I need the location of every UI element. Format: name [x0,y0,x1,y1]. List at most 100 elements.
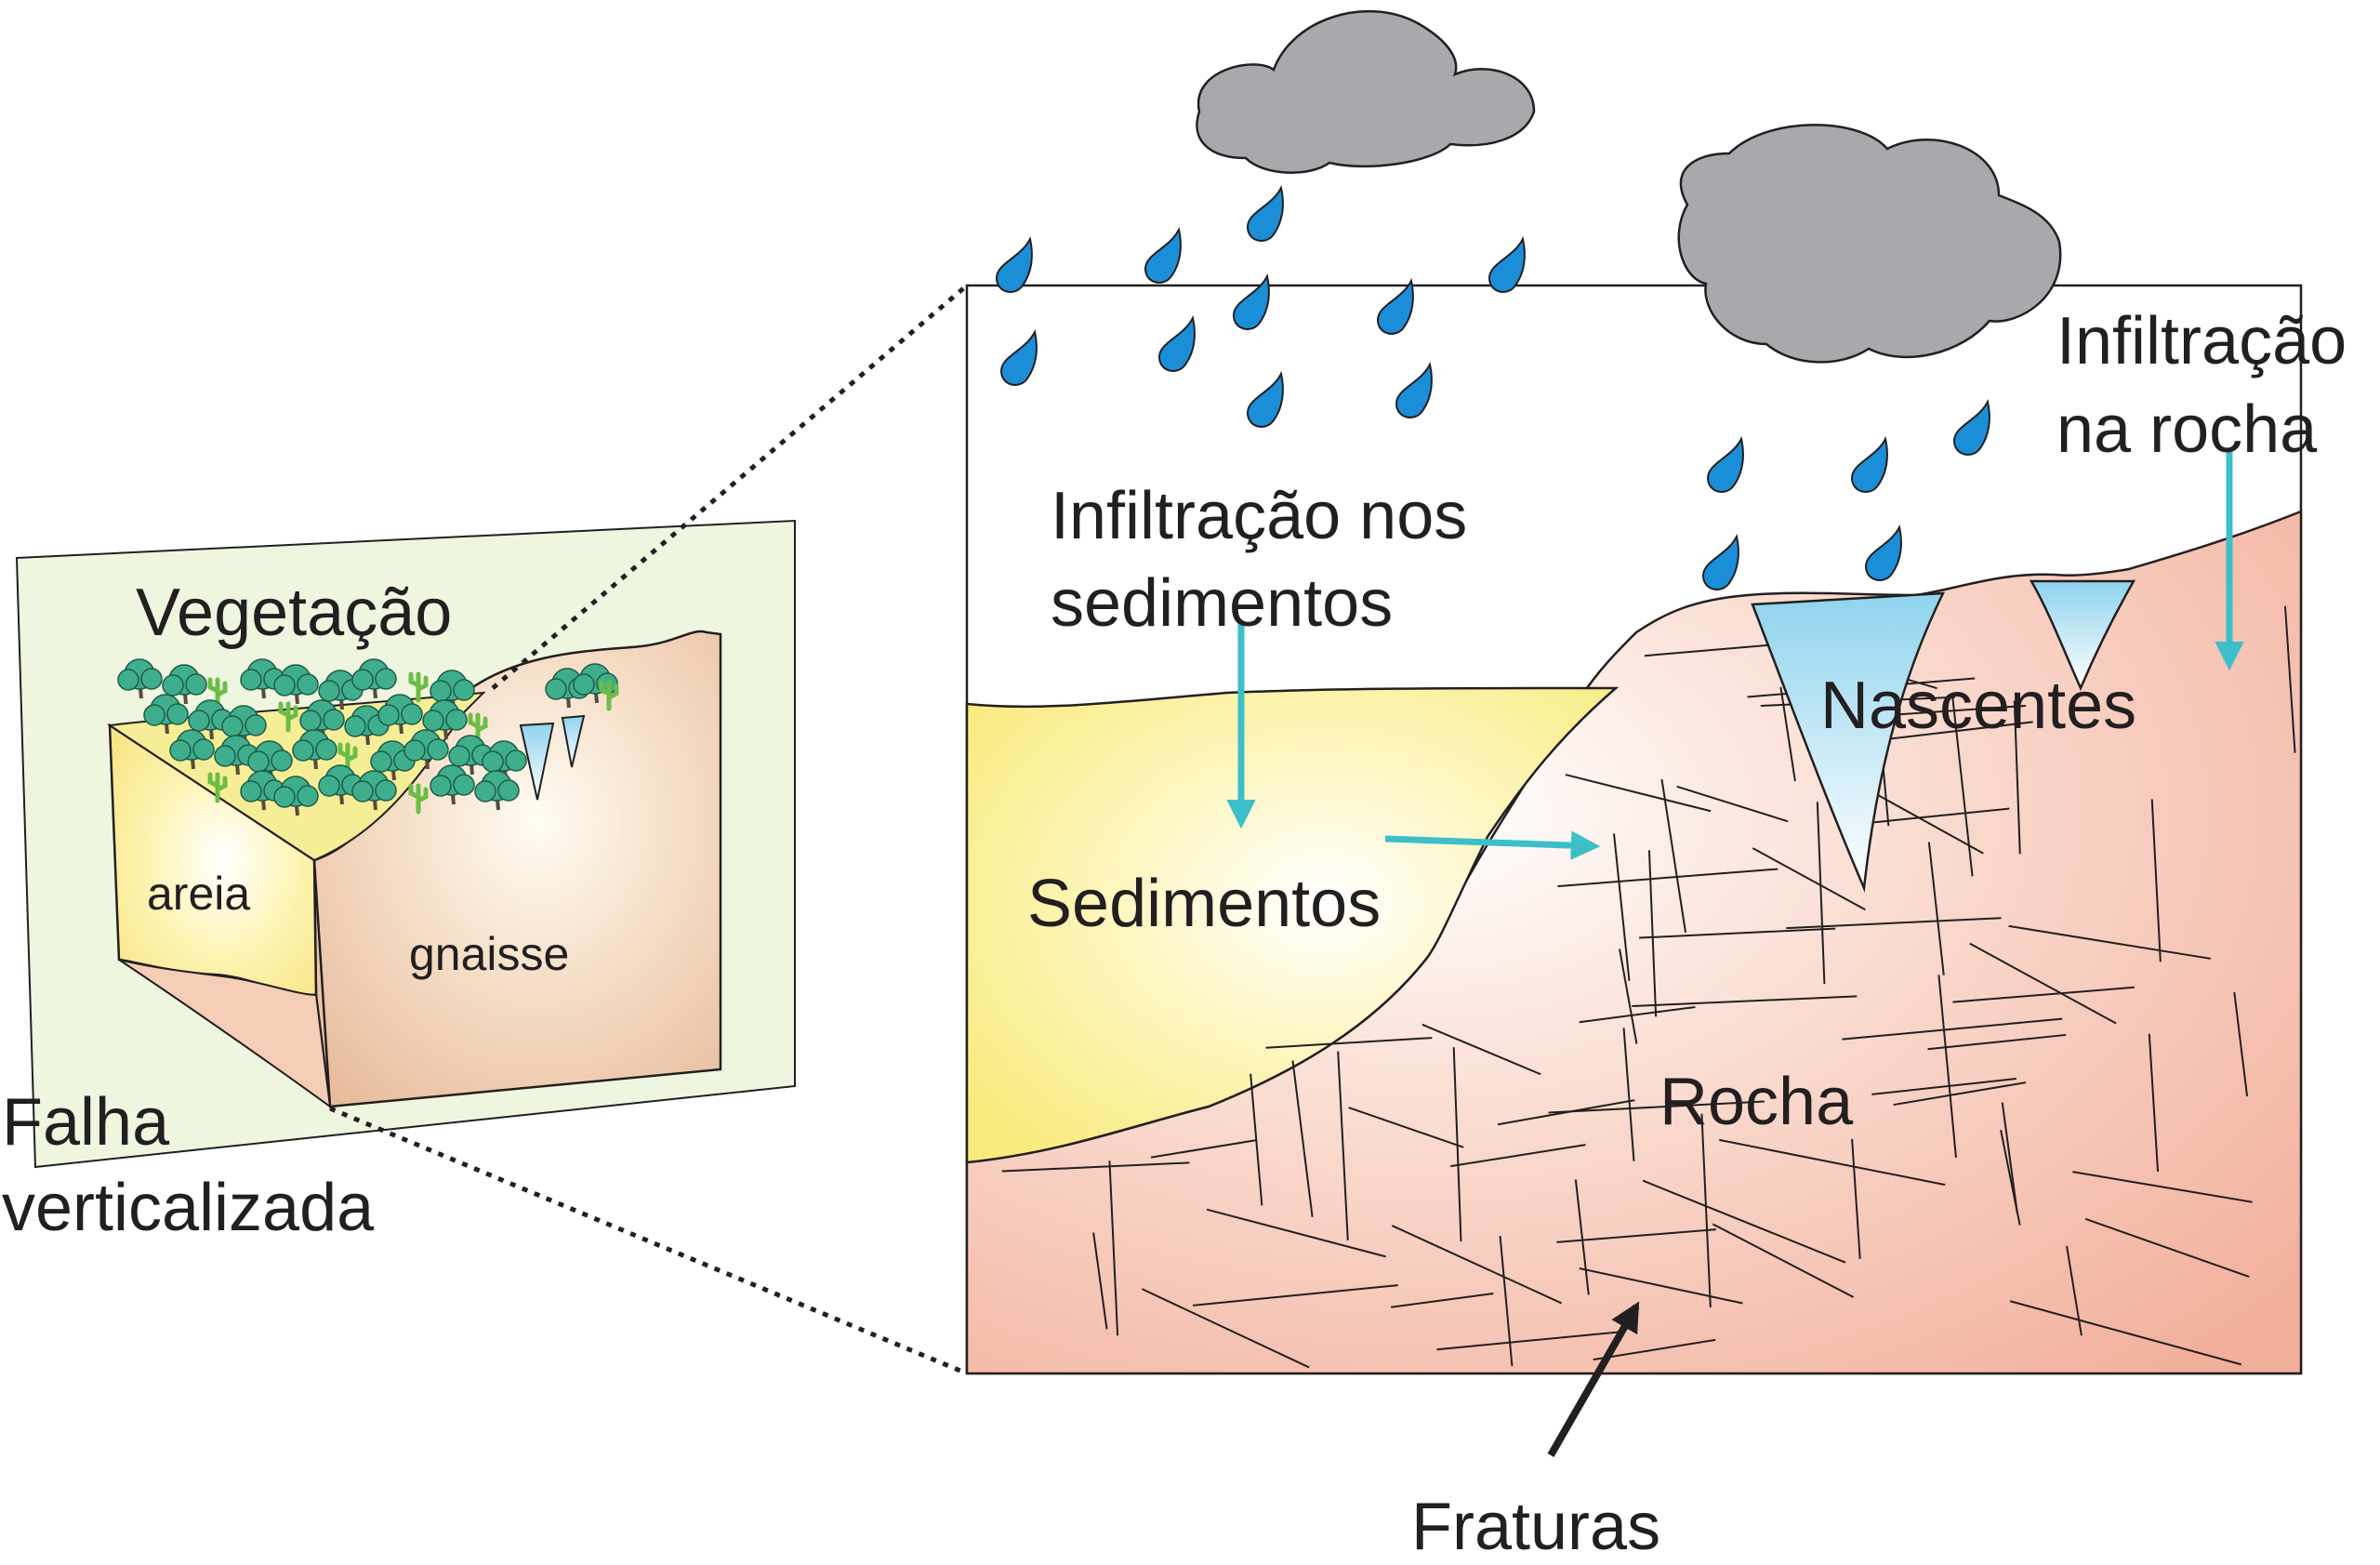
fracture-line [1927,1033,2067,1051]
fracture-line [1622,1028,1635,1161]
label-infiltration-rock-line1: Infiltração [2056,304,2347,378]
raindrop [1376,278,1414,335]
fracture-line [1719,1138,1946,1187]
fracture-line [1712,1223,1855,1298]
fracture-line [1391,1225,1563,1305]
fracture-line [2150,799,2162,962]
inset-block-diagram [15,519,796,1169]
fracture-line [1548,1100,1765,1114]
fracture-line [1871,1078,2016,1095]
tree [430,764,475,805]
raindrop [995,236,1033,293]
fracture-line [1192,1284,1398,1306]
label-fault-line1: Falha [2,1085,170,1160]
fracture-line [1779,686,1796,782]
fracture-line [2009,1300,2242,1366]
fracture-line [2072,1171,2253,1203]
tree [117,658,163,699]
inset-trees [117,658,619,816]
tree [169,729,215,770]
fracture-line [1816,802,1826,985]
label-fractures: Fraturas [1411,1490,1661,1564]
fracture-line [1647,850,1658,1017]
tree [430,670,475,710]
fracture-line [1952,986,2135,1003]
tree [292,729,337,770]
fracture-line [1893,1081,2027,1107]
fracture-line [1206,1208,1386,1258]
tree [370,740,416,781]
fracture-line [1851,1138,1861,1259]
fracture-line [1660,778,1687,933]
tree [318,764,364,805]
fracture-line [1001,1161,1190,1173]
raindrop [1488,236,1526,293]
fracture-line [1619,948,1638,1044]
label-infiltration-sediments-line2: sedimentos [1051,566,1394,641]
fracture-line [1450,1144,1586,1168]
raindrop [1706,436,1744,493]
fracture-line [1150,1138,1258,1159]
fracture-line [1108,1160,1119,1336]
label-rock: Rocha [1659,1065,1854,1139]
fracture-line [1969,942,2117,1025]
tree [403,729,449,770]
cactus [408,671,429,703]
cloud-right [1677,124,2062,364]
inset-spring [519,722,555,801]
label-springs: Nascentes [1820,669,2137,743]
raindrop [1232,273,1270,330]
raindrop [1395,362,1433,418]
tree [482,740,527,781]
tree [240,658,285,699]
fracture-line [1937,975,1957,1158]
label-infiltration-rock-line2: na rocha [2056,392,2318,467]
fracture-line [2148,1033,2160,1173]
fracture-line [1613,833,1631,981]
tree [273,776,319,816]
fracture-line [2233,991,2249,1097]
fracture-line [2084,1217,2250,1278]
fracture-line [1579,1005,1696,1024]
fracture-line [1265,1037,1433,1049]
label-sediments: Sedimentos [1027,867,1382,941]
tree [422,699,468,740]
fracture-line [1579,1267,1743,1305]
fractures [1001,605,2296,1369]
fracture-line [2001,1102,2018,1214]
fracture-line [1348,1107,1464,1148]
raindrop [1144,227,1182,284]
tree [247,740,293,781]
label-vegetation: Vegetação [136,576,453,650]
raindrop [999,329,1038,386]
fracture-line [1574,1179,1590,1295]
fracture-line [1250,1073,1263,1206]
fracture-line [1927,842,1945,975]
fracture-line [1141,1288,1310,1369]
fracture-line [1752,847,1866,911]
fracture-line [1557,868,1778,888]
fracture-line [1565,774,1712,813]
raindrop [1246,185,1284,242]
tree [545,668,590,709]
fracture-line [2013,700,2021,855]
inset-fault-face [118,959,332,1109]
fracture-line [1786,917,2002,930]
fracture-line [1700,1113,1712,1307]
tree [162,664,207,705]
fracture-line [1337,1051,1349,1240]
fracture-line [1391,1293,1494,1308]
cactus [278,701,298,733]
label-infiltration-sediments-line1: Infiltração nos [1051,479,1468,553]
tree [474,770,520,811]
spring-small [2029,579,2136,692]
main-cross-section [965,284,2303,1375]
fracture-line [2284,605,2296,753]
fracture-line [1632,995,1858,1008]
tree [143,694,189,735]
tree [351,770,397,811]
raindrops [995,185,1990,590]
tree [240,770,285,811]
raindrop [1952,399,1990,456]
